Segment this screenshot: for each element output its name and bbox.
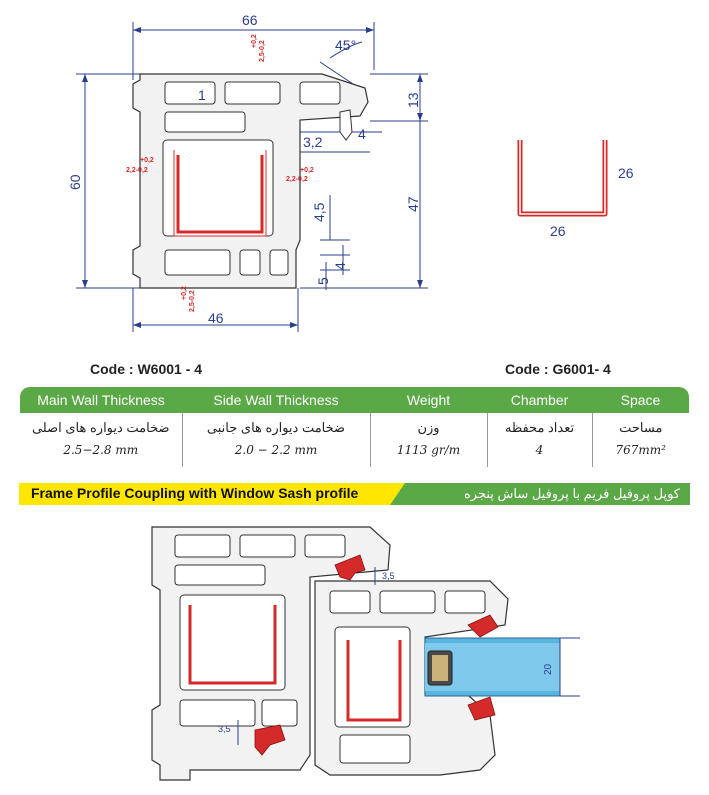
cell-weight-value: 1113 gr/m xyxy=(370,439,488,467)
tolerance-label: +0,2 2,2-0,2 xyxy=(286,167,314,183)
svg-text:+0,2: +0,2 xyxy=(251,34,258,48)
coupling-dim-gap-bottom: 3,5 xyxy=(218,724,231,734)
dim-width-bottom: 46 xyxy=(208,310,224,326)
cell-main-wall-value: 2.5−2.8 mm xyxy=(20,439,183,467)
coupling-banner: Frame Profile Coupling with Window Sash … xyxy=(19,483,690,505)
steel-dim-side: 26 xyxy=(618,165,634,181)
frame-code: Code : W6001 - 4 xyxy=(90,361,203,377)
cell-space-fa: مساحت xyxy=(619,420,663,435)
dim-angle: 45° xyxy=(335,37,356,53)
banner-title-fa: کوپل پروفیل فریم با پروفیل ساش پنجره xyxy=(463,486,680,501)
dim-4-5: 4,5 xyxy=(311,202,327,222)
header-chamber: Chamber xyxy=(487,387,592,413)
cell-side-wall-fa: ضخامت دیواره های جانبی xyxy=(182,413,371,439)
svg-text:+0,2: +0,2 xyxy=(140,157,154,164)
steel-code: Code : G6001- 4 xyxy=(505,361,611,377)
tolerance-label: +0,2 2,5-0,2 xyxy=(251,34,266,62)
coupling-drawing: 3,5 3,5 20 xyxy=(151,526,580,781)
header-main-wall: Main Wall Thickness xyxy=(20,387,182,413)
header-space: Space xyxy=(592,387,689,413)
dim-width-top: 66 xyxy=(242,12,258,28)
tolerance-label: +0,2 2,5-0,2 xyxy=(181,286,196,312)
svg-text:+0,2: +0,2 xyxy=(300,167,314,174)
cell-chamber-fa: تعداد محفظه xyxy=(487,413,593,439)
coupling-dim-gap-top: 3,5 xyxy=(382,571,395,581)
cell-side-wall-value: 2.0 − 2.2 mm xyxy=(182,439,371,467)
spec-table: Main Wall Thickness Side Wall Thickness … xyxy=(20,387,689,467)
cell-space-value: 767mm² xyxy=(615,443,666,457)
dim-height-right: 47 xyxy=(405,196,421,212)
steel-dim-bottom: 26 xyxy=(550,223,566,239)
svg-text:2,5-0,2: 2,5-0,2 xyxy=(189,290,196,312)
dim-4-a: 4 xyxy=(358,126,366,142)
tolerance-label: +0,2 2,2-0,2 xyxy=(126,157,154,174)
dim-height-left: 60 xyxy=(67,174,83,190)
frame-profile-drawing: 66 45° 60 13 47 1 3,2 4 4,5 4 5 46 +0,2 … xyxy=(67,12,428,332)
coupling-dim-glass: 20 xyxy=(543,663,554,675)
svg-text:+0,2: +0,2 xyxy=(181,286,188,300)
header-side-wall: Side Wall Thickness xyxy=(182,387,370,413)
cell-weight-fa: وزن xyxy=(370,413,488,439)
svg-text:2,2-0,2: 2,2-0,2 xyxy=(286,176,308,183)
cell-main-wall-fa: ضخامت دیواره های اصلی xyxy=(20,413,183,439)
dim-4-b: 4 xyxy=(332,262,348,270)
dim-height-top-right: 13 xyxy=(405,92,421,108)
banner-title-en: Frame Profile Coupling with Window Sash … xyxy=(31,485,359,501)
dim-3-2: 3,2 xyxy=(303,134,323,150)
steel-reinforcement-drawing: 26 26 xyxy=(517,140,634,239)
cell-chamber-value: 4 xyxy=(487,439,593,467)
dim-inner-1: 1 xyxy=(198,87,206,103)
svg-text:2,2-0,2: 2,2-0,2 xyxy=(126,167,148,174)
header-weight: Weight xyxy=(370,387,487,413)
dim-5: 5 xyxy=(315,277,331,285)
svg-text:2,5-0,2: 2,5-0,2 xyxy=(259,40,266,62)
